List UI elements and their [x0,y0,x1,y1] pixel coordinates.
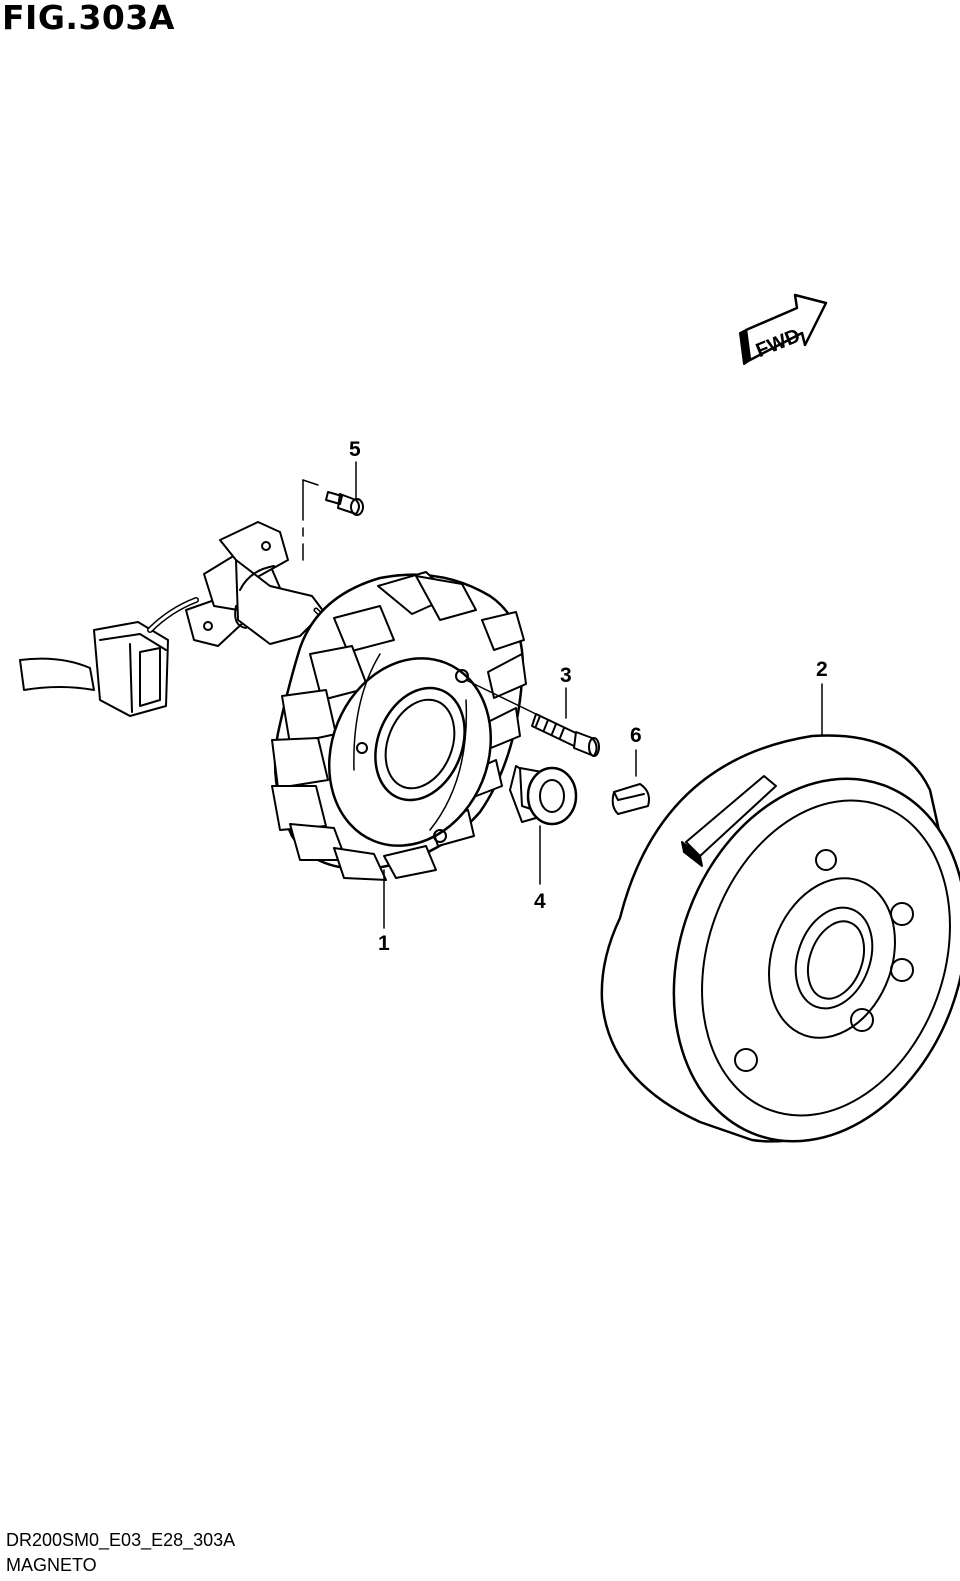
callout-1: 1 [378,932,390,955]
fwd-arrow-icon: FWD [739,293,828,365]
callout-4: 4 [534,890,546,913]
diagram-name: MAGNETO [6,1555,97,1575]
key-part-6 [611,749,650,815]
nut-part-4 [509,765,578,885]
rotor-part-2 [600,683,960,1143]
screw-part-5 [302,461,364,561]
figure-title: FIG.303A [2,0,175,37]
callout-6: 6 [630,724,642,747]
callout-5: 5 [349,438,361,461]
callout-2: 2 [816,658,828,681]
stator-part-1 [271,571,527,929]
bolt-part-3 [465,679,600,757]
callout-3: 3 [560,664,572,687]
diagram-code: DR200SM0_E03_E28_303A [6,1530,236,1550]
